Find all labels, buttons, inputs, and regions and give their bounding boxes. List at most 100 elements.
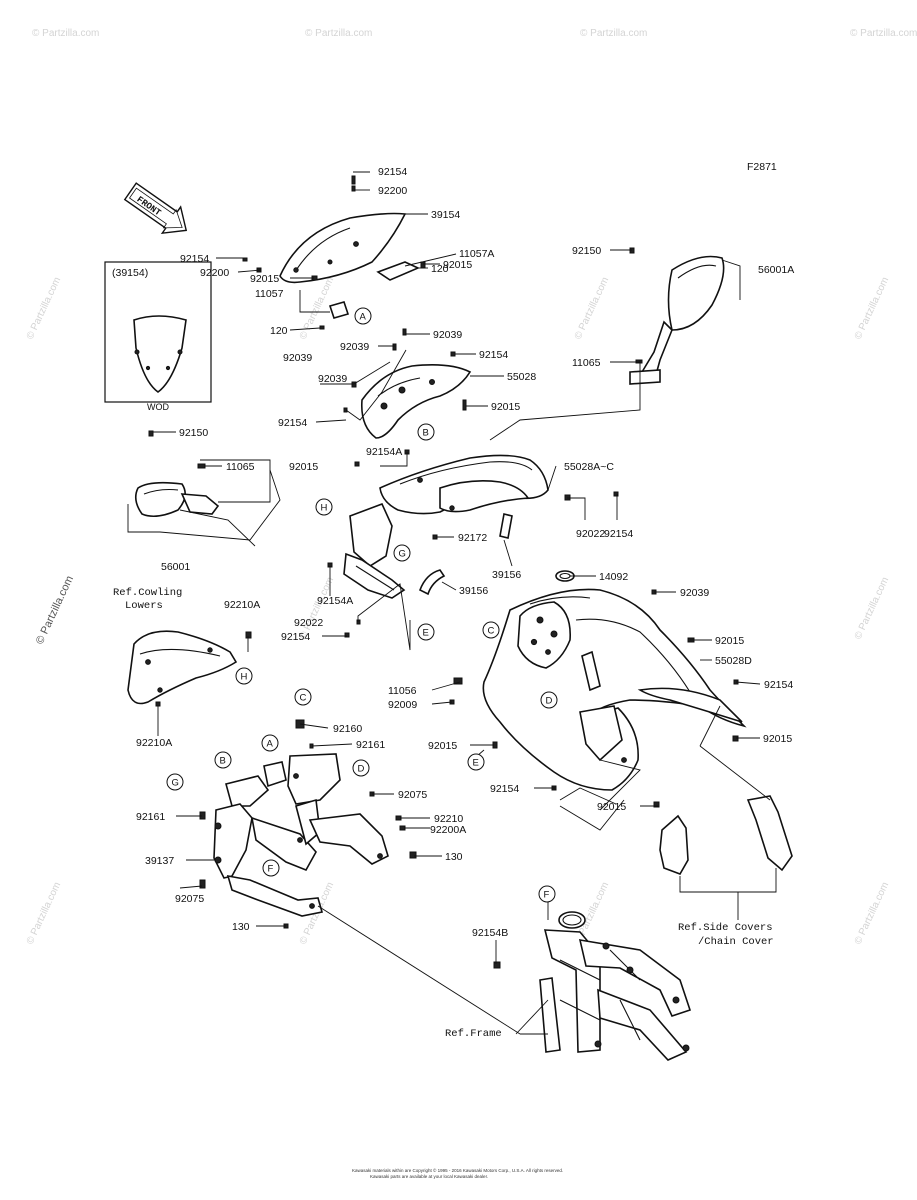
part-label: 92022	[294, 617, 323, 629]
part-label: 92015	[443, 259, 472, 271]
main-cowl	[482, 588, 747, 791]
part-label: 56001	[161, 561, 190, 573]
callout-d: D	[546, 696, 553, 707]
part-label: 39156	[459, 585, 488, 597]
part-label: 92075	[175, 893, 204, 905]
callout-a: A	[267, 739, 274, 750]
part-label: 92154	[378, 166, 407, 178]
part-label: 130	[445, 851, 463, 863]
part-label: 11056	[388, 685, 417, 697]
part-label: 92172	[458, 532, 487, 544]
callout-e: E	[473, 758, 479, 769]
part-label: 92210A	[136, 737, 172, 749]
callout-h: H	[321, 503, 328, 514]
mirror-left	[134, 481, 220, 518]
ref-frame: Ref.Frame	[445, 1028, 502, 1040]
front-arrow-icon: FRONT	[123, 182, 188, 235]
part-label: 92150	[179, 427, 208, 439]
part-label: 92150	[572, 245, 601, 257]
watermark: © Partzilla.com	[34, 574, 76, 646]
part-label: 92039	[283, 352, 312, 364]
inner-cover	[360, 364, 472, 439]
callout-b: B	[220, 756, 226, 767]
watermark: © Partzilla.com	[580, 28, 647, 39]
part-label: 92161	[356, 739, 385, 751]
part-label: 55028	[507, 371, 536, 383]
callout-b: B	[423, 428, 429, 439]
part-label: 130	[232, 921, 250, 933]
footer-copyright: Kawasaki materials within are Copyright …	[352, 1167, 563, 1173]
callout-f: F	[544, 890, 550, 901]
part-label: 56001A	[758, 264, 794, 276]
part-label: 92015	[428, 740, 457, 752]
watermark: © Partzilla.com	[853, 276, 891, 342]
callout-g: G	[399, 549, 406, 560]
part-label: 92015	[597, 801, 626, 813]
part-label: 39154	[431, 209, 460, 221]
part-labels: 92154 92200 39154 92154 92200 92015 1105…	[136, 166, 794, 939]
part-label: 92154	[278, 417, 307, 429]
frame-ref	[539, 911, 692, 1061]
ref-side-covers: Ref.Side Covers	[678, 922, 773, 934]
inset-windshield: (39154) WOD	[104, 261, 212, 412]
part-label: 55028D	[715, 655, 752, 667]
part-label: 55028A~C	[564, 461, 614, 473]
watermark: © Partzilla.com	[853, 881, 891, 947]
part-label: 92154A	[366, 446, 402, 458]
callouts: A B H G E C H D C A B D E G F F	[166, 307, 558, 903]
watermark: © Partzilla.com	[25, 881, 63, 947]
leader-lines	[127, 171, 777, 1035]
callout-e: E	[423, 628, 429, 639]
duct-tube	[499, 513, 513, 539]
part-label: 92015	[491, 401, 520, 413]
part-label: 39156	[492, 569, 521, 581]
part-label: 92154	[764, 679, 793, 691]
part-label: 92210	[434, 813, 463, 825]
middle-panel	[343, 502, 406, 599]
inset-ref: (39154)	[112, 267, 148, 279]
part-label: 92200A	[430, 824, 466, 836]
hose	[418, 569, 446, 596]
part-label: 92015	[715, 635, 744, 647]
callout-c: C	[488, 626, 495, 637]
part-label: 92154	[479, 349, 508, 361]
watermark: © Partzilla.com	[853, 576, 891, 642]
windshield-brackets	[328, 261, 420, 319]
mirror-right	[629, 255, 725, 385]
windshield	[279, 212, 407, 284]
part-label: 120	[431, 263, 449, 275]
part-label: 11057A	[459, 248, 494, 260]
figure-code: F2871	[747, 161, 777, 173]
part-label: 92210A	[224, 599, 260, 611]
ref-cowling-lowers: Ref.Cowling	[113, 587, 182, 599]
part-label: 92022	[576, 528, 605, 540]
stay-frame	[213, 753, 389, 917]
callout-c: C	[300, 693, 307, 704]
part-label: 92009	[388, 699, 417, 711]
part-label: 11057	[255, 288, 284, 300]
part-label: 92039	[433, 329, 462, 341]
part-label: 39137	[145, 855, 174, 867]
upper-cowl	[379, 454, 549, 515]
callout-g: G	[172, 778, 179, 789]
callout-f: F	[268, 864, 274, 875]
part-label: 92154A	[317, 595, 353, 607]
part-label: 11065	[226, 461, 255, 473]
part-label: 14092	[599, 571, 628, 583]
part-label: 92160	[333, 723, 362, 735]
part-label: 92015	[250, 273, 279, 285]
watermark: © Partzilla.com	[573, 276, 611, 342]
part-label: 92015	[763, 733, 792, 745]
part-label: 11065	[572, 357, 601, 369]
watermark: © Partzilla.com	[305, 28, 372, 39]
part-label: 92200	[200, 267, 229, 279]
part-label: 92075	[398, 789, 427, 801]
ref-side-covers: /Chain Cover	[698, 936, 774, 948]
part-label: 92039	[340, 341, 369, 353]
callout-a: A	[360, 312, 367, 323]
part-label: 120	[270, 325, 288, 337]
watermark: © Partzilla.com	[850, 28, 917, 39]
inset-caption: WOD	[147, 402, 169, 412]
part-label: 92200	[378, 185, 407, 197]
